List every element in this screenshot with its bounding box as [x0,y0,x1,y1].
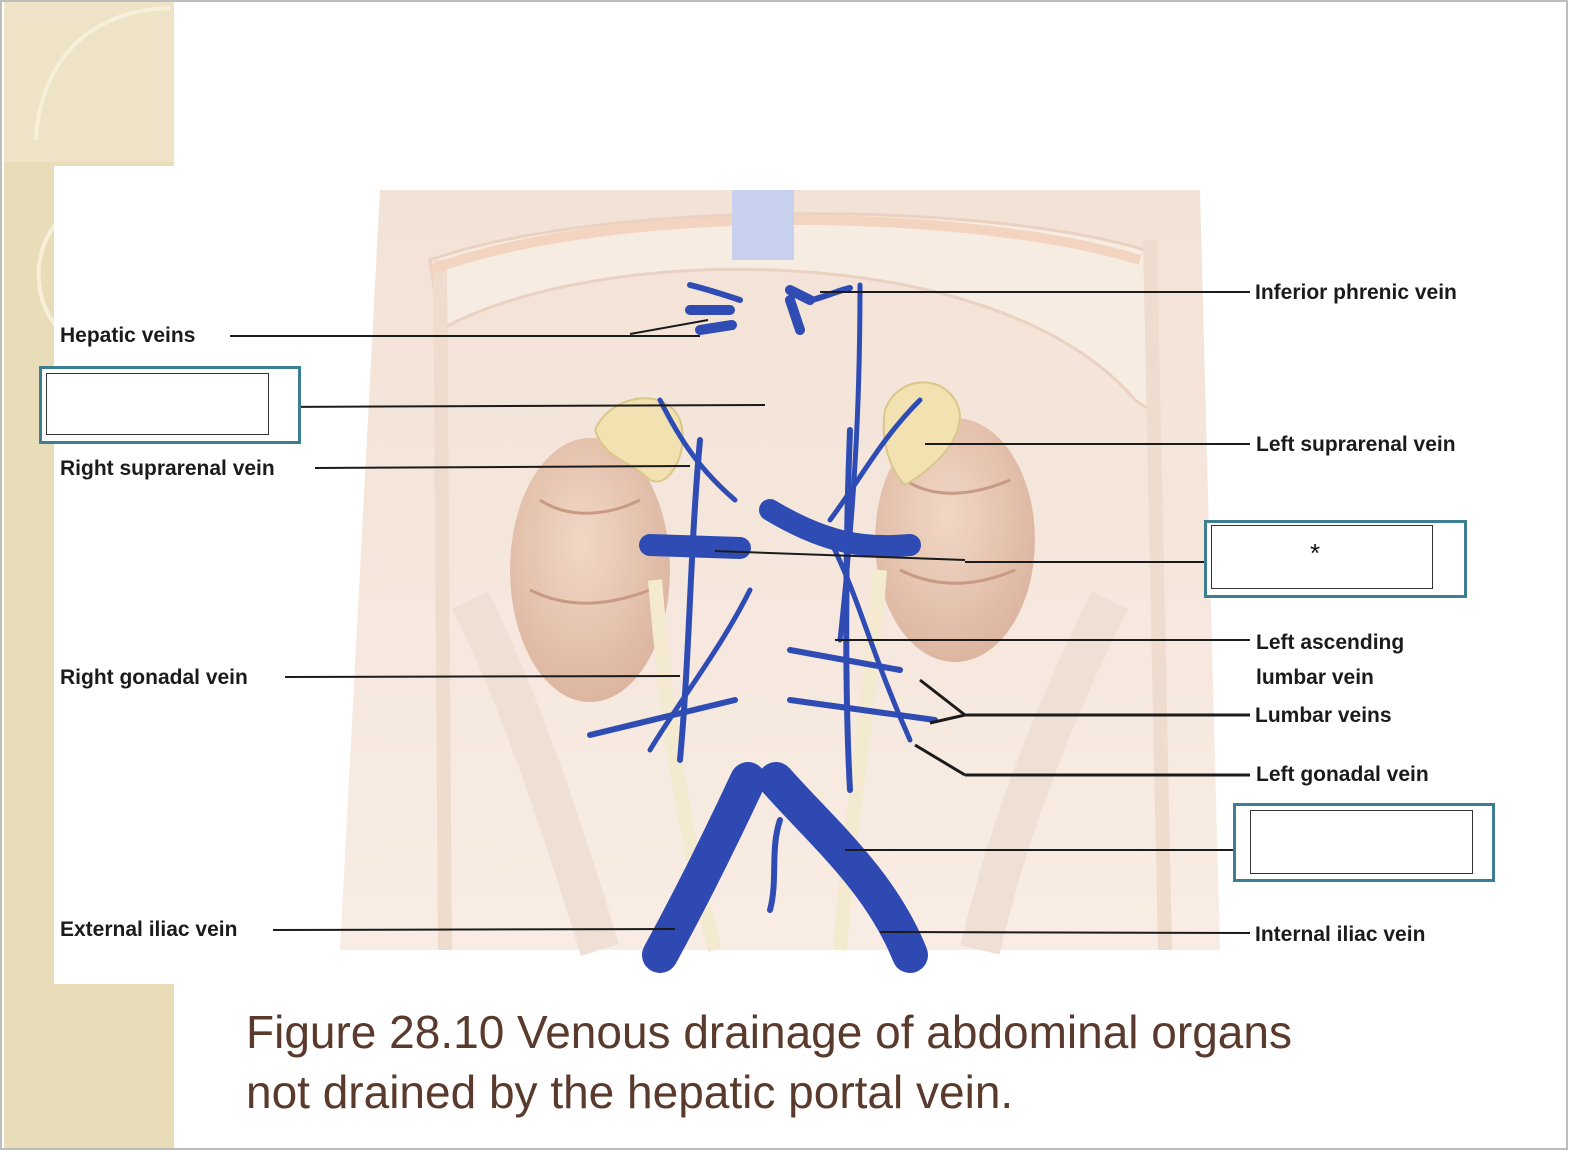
label-left-ascending-lumbar-vein-line2: lumbar vein [1256,666,1374,689]
answer-box-1[interactable] [39,366,301,444]
label-right-gonadal-vein: Right gonadal vein [60,666,248,689]
leader-lumbar-veins [919,678,966,717]
label-hepatic-veins: Hepatic veins [60,324,196,347]
leader-internal-iliac-vein [879,931,1251,934]
answer-box-1-field[interactable] [46,373,269,435]
leader-empty-box-1 [271,404,766,408]
label-right-suprarenal-vein: Right suprarenal vein [60,457,275,480]
label-internal-iliac-vein: Internal iliac vein [1255,923,1426,946]
label-left-gonadal-vein: Left gonadal vein [1256,763,1429,786]
right-adrenal-gland [593,397,684,483]
leader-star-box [714,550,966,561]
label-left-ascending-lumbar-vein-line1: Left ascending [1256,631,1405,654]
left-adrenal-gland [882,381,962,487]
figure-caption: Figure 28.10 Venous drainage of abdomina… [246,1002,1486,1122]
leader-left-gonadal-vein [914,743,966,777]
answer-box-2-field[interactable]: * [1211,525,1433,589]
leader-external-iliac-vein [272,928,676,931]
answer-box-2-marker: * [1310,538,1321,568]
label-inferior-phrenic-vein: Inferior phrenic vein [1255,281,1457,304]
venous-system [587,190,938,973]
label-lumbar-veins: Lumbar veins [1255,704,1392,727]
answer-box-2[interactable]: * [1204,520,1467,598]
answer-box-3[interactable] [1233,803,1495,882]
label-left-suprarenal-vein: Left suprarenal vein [1256,433,1456,456]
leader-right-gonadal-vein [284,675,681,678]
left-ureter [833,569,887,951]
answer-box-3-field[interactable] [1250,810,1473,874]
decorative-side-strip-top [4,2,174,162]
caption-line-1: Figure 28.10 Venous drainage of abdomina… [246,1006,1292,1058]
right-kidney [510,438,670,702]
leader-right-suprarenal-vein [314,465,691,469]
label-external-iliac-vein: External iliac vein [60,918,238,941]
caption-line-2: not drained by the hepatic portal vein. [246,1066,1014,1118]
